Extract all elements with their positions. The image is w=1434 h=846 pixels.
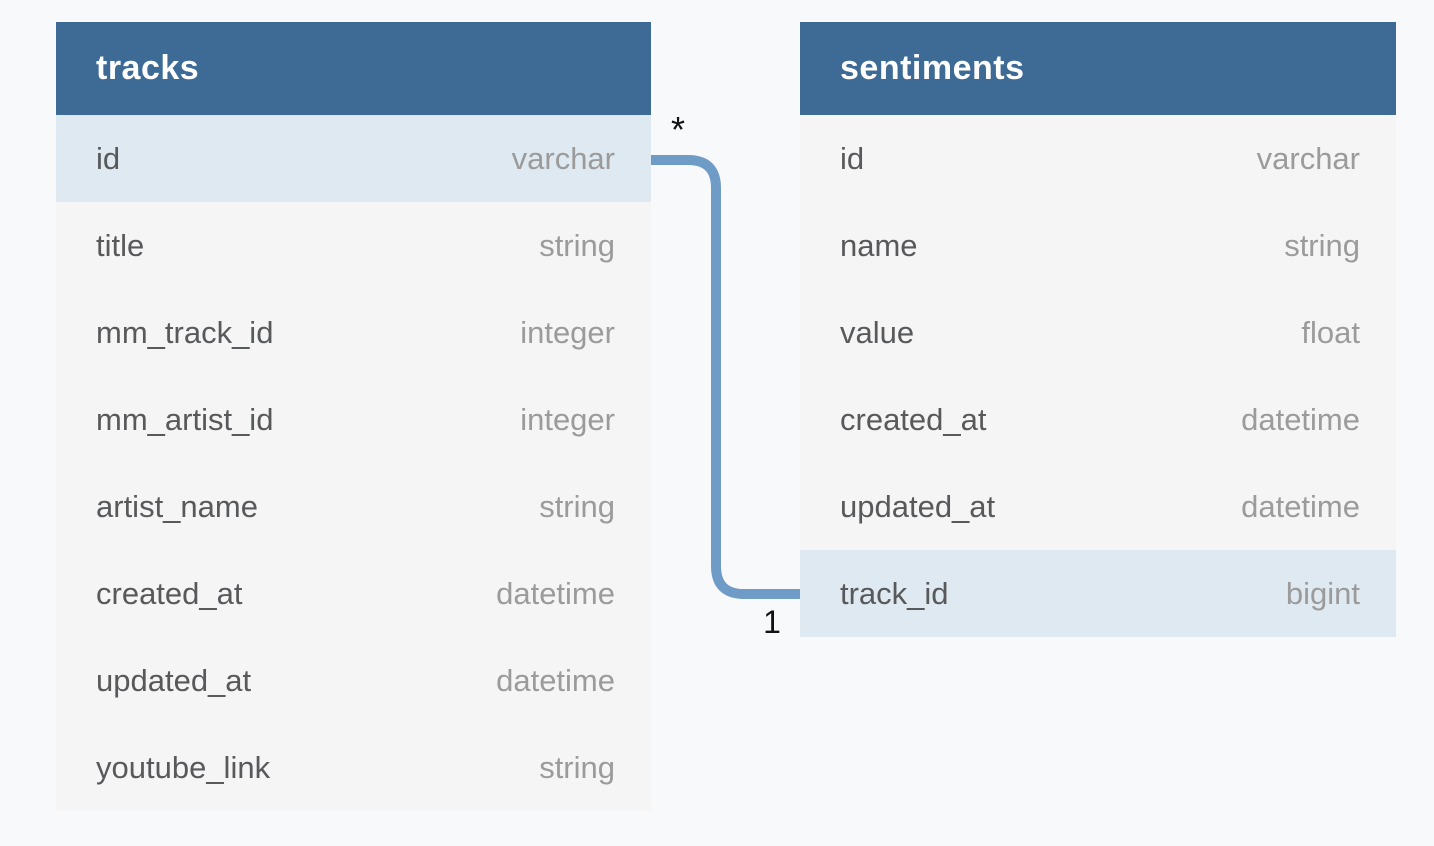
table-row-sentiments-created-at[interactable]: created_at datetime bbox=[800, 376, 1396, 463]
table-row-tracks-mm-artist-id[interactable]: mm_artist_id integer bbox=[56, 376, 651, 463]
table-row-tracks-id[interactable]: id varchar bbox=[56, 115, 651, 202]
table-sentiments-header[interactable]: sentiments bbox=[800, 22, 1396, 115]
table-row-tracks-artist-name[interactable]: artist_name string bbox=[56, 463, 651, 550]
cardinality-many-label: * bbox=[670, 109, 685, 150]
field-type: datetime bbox=[1241, 488, 1360, 524]
field-name: id bbox=[840, 140, 865, 176]
table-row-tracks-title[interactable]: title string bbox=[56, 202, 651, 289]
field-type: integer bbox=[520, 314, 615, 350]
field-name: mm_artist_id bbox=[96, 401, 274, 437]
field-type: varchar bbox=[1256, 140, 1360, 176]
field-name: created_at bbox=[96, 575, 243, 611]
field-type: string bbox=[1284, 227, 1360, 263]
table-row-sentiments-updated-at[interactable]: updated_at datetime bbox=[800, 463, 1396, 550]
relationship-connector[interactable] bbox=[651, 155, 800, 599]
table-title: tracks bbox=[96, 49, 200, 87]
table-row-tracks-mm-track-id[interactable]: mm_track_id integer bbox=[56, 289, 651, 376]
field-name: id bbox=[96, 140, 121, 176]
field-name: value bbox=[840, 314, 915, 350]
field-name: updated_at bbox=[96, 662, 252, 698]
table-row-sentiments-value[interactable]: value float bbox=[800, 289, 1396, 376]
table-row-sentiments-name[interactable]: name string bbox=[800, 202, 1396, 289]
table-tracks[interactable]: tracks id varchar title string mm_track_… bbox=[56, 22, 651, 811]
table-row-sentiments-track-id[interactable]: track_id bigint bbox=[800, 550, 1396, 637]
field-type: string bbox=[539, 227, 615, 263]
field-type: datetime bbox=[1241, 401, 1360, 437]
field-name: created_at bbox=[840, 401, 987, 437]
table-tracks-header[interactable]: tracks bbox=[56, 22, 651, 115]
table-row-tracks-created-at[interactable]: created_at datetime bbox=[56, 550, 651, 637]
field-name: artist_name bbox=[96, 488, 258, 524]
table-sentiments[interactable]: sentiments id varchar name string value … bbox=[800, 22, 1396, 637]
field-type: string bbox=[539, 488, 615, 524]
field-type: datetime bbox=[496, 575, 615, 611]
field-name: youtube_link bbox=[96, 749, 271, 785]
cardinality-one-label: 1 bbox=[763, 604, 781, 640]
field-type: float bbox=[1301, 314, 1360, 350]
field-type: datetime bbox=[496, 662, 615, 698]
table-row-tracks-updated-at[interactable]: updated_at datetime bbox=[56, 637, 651, 724]
field-type: integer bbox=[520, 401, 615, 437]
field-type: bigint bbox=[1285, 575, 1360, 611]
field-name: mm_track_id bbox=[96, 314, 274, 350]
table-title: sentiments bbox=[840, 49, 1025, 87]
field-name: title bbox=[96, 227, 145, 263]
field-type: varchar bbox=[511, 140, 615, 176]
field-name: updated_at bbox=[840, 488, 996, 524]
field-name: name bbox=[840, 227, 918, 263]
table-row-tracks-youtube-link[interactable]: youtube_link string bbox=[56, 724, 651, 811]
field-name: track_id bbox=[840, 575, 949, 611]
table-row-sentiments-id[interactable]: id varchar bbox=[800, 115, 1396, 202]
field-type: string bbox=[539, 749, 615, 785]
